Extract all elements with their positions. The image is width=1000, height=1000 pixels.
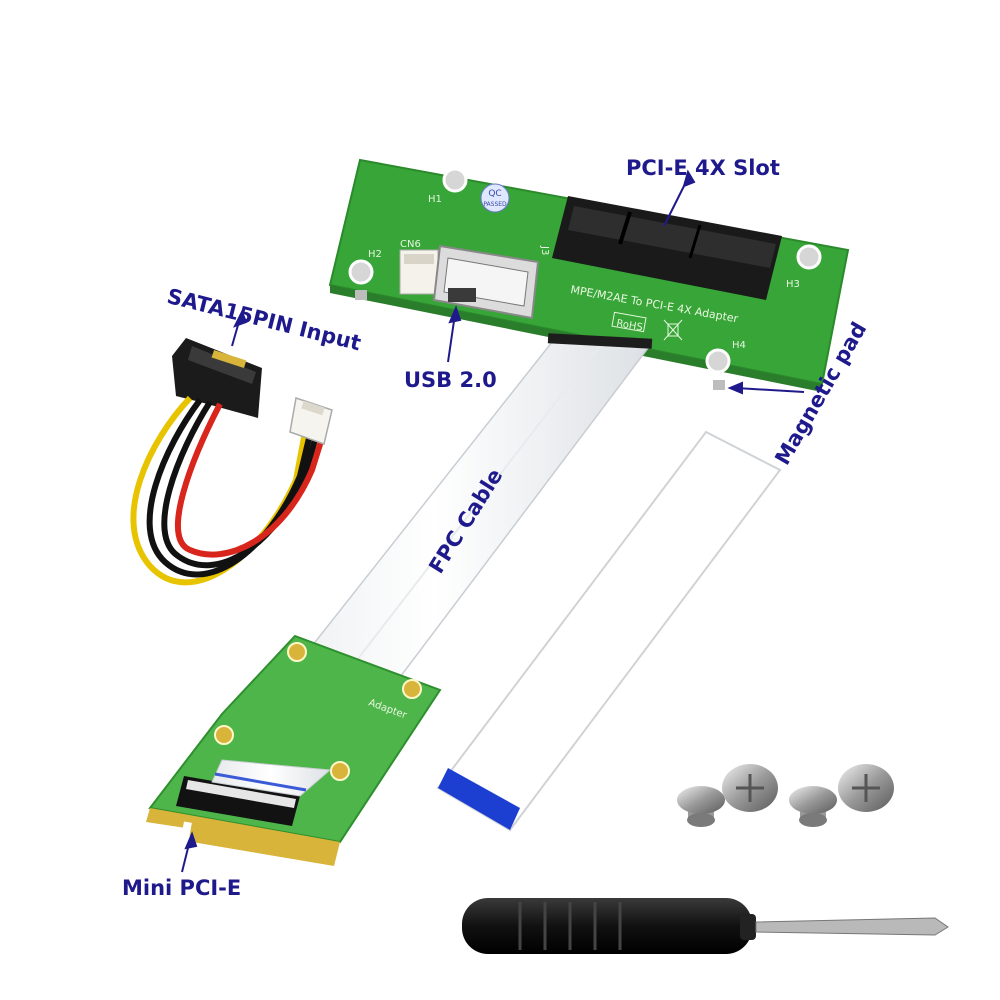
small-power-plug: [289, 397, 333, 445]
screw-set: [677, 764, 894, 827]
pcie-4x-slot: [552, 196, 782, 300]
silk-cn6: CN6: [400, 239, 421, 250]
qc-passed-sticker: QC PASSED: [480, 183, 510, 213]
arrow-magnetic-pad: [735, 387, 805, 393]
sata-power-cable: [130, 338, 333, 586]
screw-1: [677, 786, 725, 827]
mount-hole-h3: [796, 244, 822, 270]
silk-h4: H4: [732, 340, 746, 351]
callout-arrows: [181, 169, 805, 873]
mount-hole-h4: [705, 348, 731, 374]
magnetic-pad: [436, 430, 782, 832]
label-mini-pcie: Mini PCI-E: [122, 876, 242, 900]
silk-j3: J3: [539, 245, 550, 255]
sata-15pin-connector: [172, 338, 262, 418]
screw-3: [789, 786, 837, 827]
mount-hole-h1: [442, 167, 468, 193]
label-usb-2: USB 2.0: [404, 368, 497, 392]
qc-text: QC: [488, 189, 501, 199]
screwdriver: [462, 898, 949, 954]
fpc-connector: [176, 776, 300, 826]
silk-rohs: RoHS: [615, 318, 643, 333]
silk-h1: H1: [428, 194, 442, 205]
passed-text: PASSED: [483, 201, 507, 208]
screw-4: [838, 764, 894, 812]
power-header: [399, 249, 439, 295]
silk-h2: H2: [368, 249, 382, 260]
mount-hole-h2: [348, 259, 374, 285]
mini-pcie-board: Adapter: [146, 634, 442, 866]
label-pcie-4x-slot: PCI-E 4X Slot: [626, 156, 780, 180]
silk-h3: H3: [786, 279, 800, 290]
screw-2: [722, 764, 778, 812]
usb-port: [432, 244, 540, 320]
weee-bin-icon: [663, 319, 683, 341]
